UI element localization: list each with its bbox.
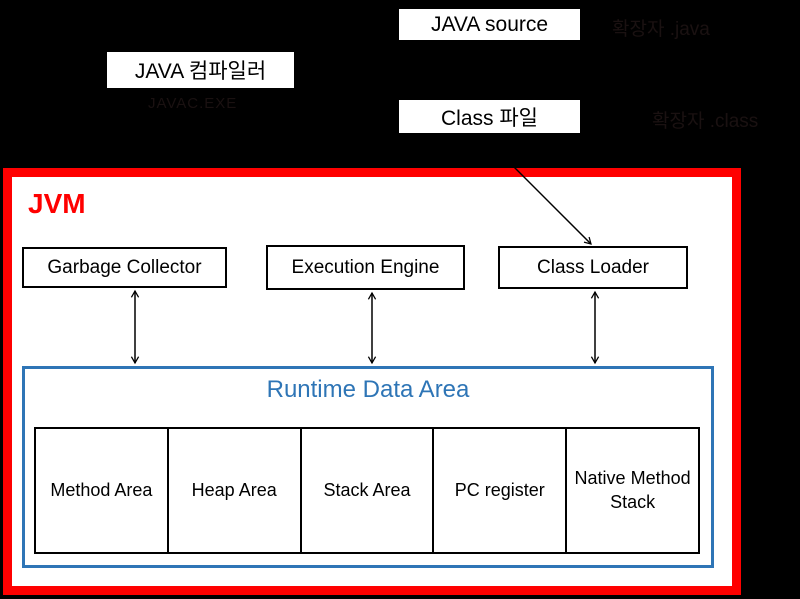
class-file-extension-note: 확장자 .class — [652, 111, 759, 132]
runtime-section-native-method-stack: Native Method Stack — [574, 468, 691, 512]
runtime-section-stack-area: Stack Area — [302, 429, 435, 552]
jvm-title: JVM — [28, 188, 86, 219]
garbage-collector-label: Garbage Collector — [47, 256, 202, 278]
class-file-box: Class 파일 — [397, 98, 582, 135]
class-file-label: Class 파일 — [441, 106, 538, 130]
execution-engine-box: Execution Engine — [266, 245, 465, 290]
java-source-label: JAVA source — [430, 12, 549, 36]
runtime-section-method-area: Method Area — [36, 429, 169, 552]
class-loader-label: Class Loader — [537, 256, 649, 278]
java-source-extension-note: 확장자 .java — [612, 19, 710, 40]
runtime-section-pc-register: PC register — [434, 429, 568, 552]
runtime-data-area-title: Runtime Data Area — [266, 376, 470, 403]
runtime-section-heap-area: Heap Area — [169, 429, 302, 552]
java-compiler-note: JAVAC.EXE — [148, 95, 238, 112]
java-compiler-box: JAVA 컴파일러 — [105, 50, 296, 90]
java-compiler-label: JAVA 컴파일러 — [134, 60, 267, 83]
execution-engine-label: Execution Engine — [291, 256, 440, 278]
class-loader-box: Class Loader — [498, 246, 688, 289]
runtime-sections-table: Method Area Heap Area Stack Area PC regi… — [34, 427, 700, 554]
java-source-box: JAVA source — [397, 7, 582, 42]
garbage-collector-box: Garbage Collector — [22, 247, 227, 288]
